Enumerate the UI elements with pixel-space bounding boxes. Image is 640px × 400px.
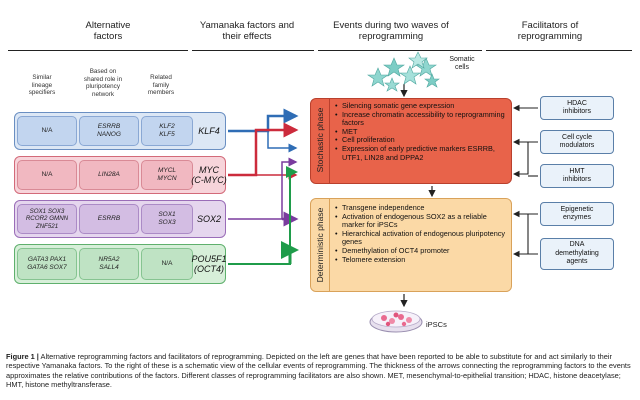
subheader-shared-role: Based on shared role in pluripotency net… [83,68,123,98]
subheader-related-family: Related family members [147,74,175,96]
sox2-related-cell: SOX1 SOX3 [141,204,193,234]
stochastic-phase-label: Stochastic phase [315,107,325,173]
myc-similar-cell: N/A [17,160,77,190]
facilitator-arrows [512,104,538,258]
klf4-shared-cell: ESRRB NANOG [79,116,139,146]
factor-klf4: KLF4 [198,126,220,136]
caption-lead: Figure 1 | [6,352,39,361]
somatic-cells-label: Somatic cells [449,56,475,71]
ipsc-dish-image [369,310,423,333]
header-rule-3 [318,50,482,51]
stochastic-events-list: Silencing somatic gene expression Increa… [335,101,507,162]
facilitator-hmt-inhibitors: HMT inhibitors [540,164,614,188]
factor-sox2: SOX2 [196,214,221,224]
somatic-cells-image [367,51,440,92]
facilitator-cell-cycle-modulators: Cell cycle modulators [540,130,614,154]
header-rule-1 [8,50,188,51]
caption-text: Alternative reprogramming factors and fa… [6,352,631,389]
row-sox2: SOX1 SOX3 RCOR2 GMNN ZNF521 ESRRB SOX1 S… [14,200,226,238]
header-events: Events during two waves of reprogramming [333,20,449,42]
stochastic-label-band [311,99,330,183]
oct4-similar-cell: GATA3 PAX1 GATA6 SOX7 [17,248,77,280]
deterministic-events-list: Transgene independence Activation of end… [335,203,507,265]
deterministic-event: Activation of endogenous SOX2 as a relia… [335,212,507,230]
factor-oct4: POU5F1 (OCT4) [191,254,227,274]
deterministic-event: Telomere extension [335,255,507,265]
stochastic-event: Expression of early predictive markers E… [335,144,507,162]
oct4-arrows [228,166,299,265]
factor-myc: MYC (C-MYC) [191,165,227,185]
deterministic-phase-label: Deterministic phase [315,207,325,283]
facilitator-hdac-inhibitors: HDAC inhibitors [540,96,614,120]
deterministic-label-band [311,199,330,291]
sox2-shared-cell: ESRRB [79,204,139,234]
klf4-related-cell: KLF2 KLF5 [141,116,193,146]
header-rule-2 [192,50,314,51]
myc-arrows [228,122,299,180]
header-facilitators: Facilitators of reprogramming [517,20,583,42]
header-yamanaka: Yamanaka factors and their effects [199,20,295,42]
deterministic-event: Demethylation of OCT4 promoter [335,246,507,256]
klf4-similar-cell: N/A [17,116,77,146]
oct4-related-cell: N/A [141,248,193,280]
facilitator-epigenetic-enzymes: Epigenetic enzymes [540,202,614,226]
sox2-arrows [228,157,299,227]
deterministic-event: Hierarchical activation of endogenous pl… [335,229,507,247]
header-rule-4 [486,50,632,51]
figure-caption: Figure 1 | Alternative reprogramming fac… [6,352,634,389]
row-klf4: N/A ESRRB NANOG KLF2 KLF5 KLF4 [14,112,226,150]
row-oct4: GATA3 PAX1 GATA6 SOX7 NR5A2 SALL4 N/A PO… [14,244,227,284]
facilitator-dna-demethylating-agents: DNA demethylating agents [540,238,614,270]
deterministic-phase-box: Deterministic phase Transgene independen… [310,198,512,292]
klf4-arrows [228,108,299,153]
stochastic-event: Silencing somatic gene expression [335,101,507,111]
oct4-shared-cell: NR5A2 SALL4 [79,248,139,280]
ipsc-label: iPSCs [426,320,447,329]
stochastic-phase-box: Stochastic phase Silencing somatic gene … [310,98,512,184]
myc-related-cell: MYCL MYCN [141,160,193,190]
sox2-similar-cell: SOX1 SOX3 RCOR2 GMNN ZNF521 [17,204,77,234]
header-alternative-factors: Alternative factors [85,20,131,42]
stochastic-event: Increase chromatin accessibility to repr… [335,110,507,128]
row-myc: N/A LIN28A MYCL MYCN MYC (C-MYC) [14,156,227,194]
stochastic-event: MET [335,127,507,137]
deterministic-event: Transgene independence [335,203,507,213]
myc-shared-cell: LIN28A [79,160,139,190]
stochastic-event: Cell proliferation [335,136,507,145]
subheader-similar-lineage: Similar lineage specifiers [28,74,56,96]
